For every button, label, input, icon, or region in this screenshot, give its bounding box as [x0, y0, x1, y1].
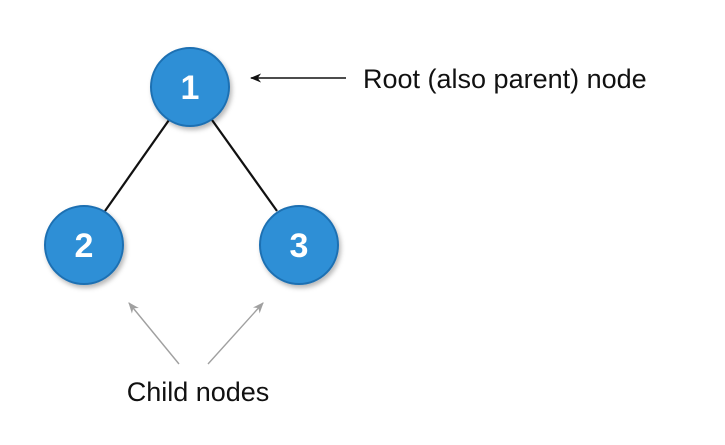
child-pointer-arrow-right — [207, 302, 264, 365]
node-right-child-label: 3 — [290, 227, 309, 265]
node-left-child-label: 2 — [75, 227, 94, 265]
node-left-child: 2 — [44, 205, 124, 285]
root-annotation-text: Root (also parent) node — [363, 64, 647, 94]
child-pointer-arrow-left — [128, 302, 180, 365]
node-root-circle — [150, 47, 230, 127]
edge-root-to-left-child — [104, 119, 170, 212]
node-root: 1 — [150, 47, 230, 127]
node-root-label: 1 — [181, 69, 200, 107]
node-right-child: 3 — [259, 205, 339, 285]
edge-root-to-right-child — [211, 119, 278, 212]
node-right-child-circle — [259, 205, 339, 285]
node-left-child-circle — [44, 205, 124, 285]
children-annotation-text: Child nodes — [127, 377, 270, 407]
